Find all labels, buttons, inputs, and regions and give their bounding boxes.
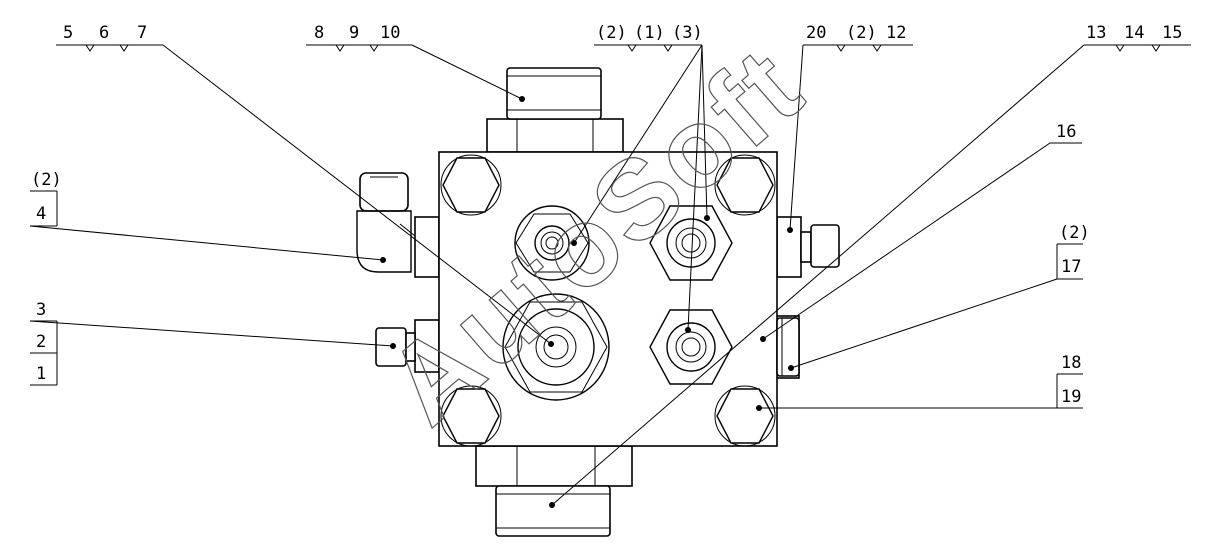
corner-bolt-bottom-right <box>714 385 776 447</box>
corner-bolt-bottom-left <box>440 385 502 447</box>
callout-label: 14 <box>1124 23 1144 43</box>
callout-label: 16 <box>1056 122 1076 142</box>
callout-label: 12 <box>886 23 906 43</box>
corner-bolt-top-left <box>440 154 502 216</box>
callout-label: 6 <box>99 23 109 43</box>
callout-label: (2) <box>846 23 877 43</box>
callout-label: 4 <box>36 204 46 224</box>
callout-label: (3) <box>672 23 703 43</box>
callout-label: 10 <box>380 23 400 43</box>
leader-dots <box>380 96 794 508</box>
callout-label: 13 <box>1086 23 1106 43</box>
elbow-fitting-left <box>356 172 416 273</box>
callout-2-1-3: (2) (1) (3) <box>596 23 703 43</box>
callout-label: 18 <box>1061 353 1081 373</box>
callout-18-19: 18 19 <box>1061 353 1081 407</box>
callout-16: 16 <box>1056 122 1076 142</box>
corner-bolt-top-right <box>714 154 776 216</box>
callout-13-14-15: 13 14 15 <box>1086 23 1182 43</box>
callout-label: 17 <box>1061 257 1081 277</box>
check-valve-lower-right <box>649 309 733 385</box>
callout-label: (2) <box>596 23 627 43</box>
callout-label: 5 <box>63 23 73 43</box>
callout-3-2-1: 3 2 1 <box>36 300 46 384</box>
callout-label: (1) <box>634 23 665 43</box>
callout-label: 1 <box>36 364 46 384</box>
check-valve-upper-right <box>649 205 733 281</box>
callout-label: 9 <box>349 23 359 43</box>
callout-label: 7 <box>137 23 147 43</box>
callout-label: (2) <box>31 170 62 190</box>
callout-label: 15 <box>1162 23 1182 43</box>
plug-right <box>776 317 800 377</box>
callout-8-9-10: 8 9 10 <box>314 23 400 43</box>
check-valve-upper-left <box>514 205 590 281</box>
straight-fitting-right-upper <box>800 224 840 268</box>
callout-5-6-7: 5 6 7 <box>63 23 147 43</box>
callout-label: 8 <box>314 23 324 43</box>
valve-block <box>356 67 840 537</box>
callout-label: 19 <box>1061 387 1081 407</box>
callout-label: (2) <box>1059 223 1090 243</box>
callout-label: 3 <box>36 300 46 320</box>
callout-20-2-12: 20 (2) 12 <box>806 23 906 43</box>
callout-2-4: (2) 4 <box>31 170 62 224</box>
leader-lines <box>29 44 1191 506</box>
callout-label: 2 <box>36 332 46 352</box>
callout-label: 20 <box>806 23 826 43</box>
main-valve-center <box>502 293 610 401</box>
callout-2-17: (2) 17 <box>1059 223 1090 277</box>
